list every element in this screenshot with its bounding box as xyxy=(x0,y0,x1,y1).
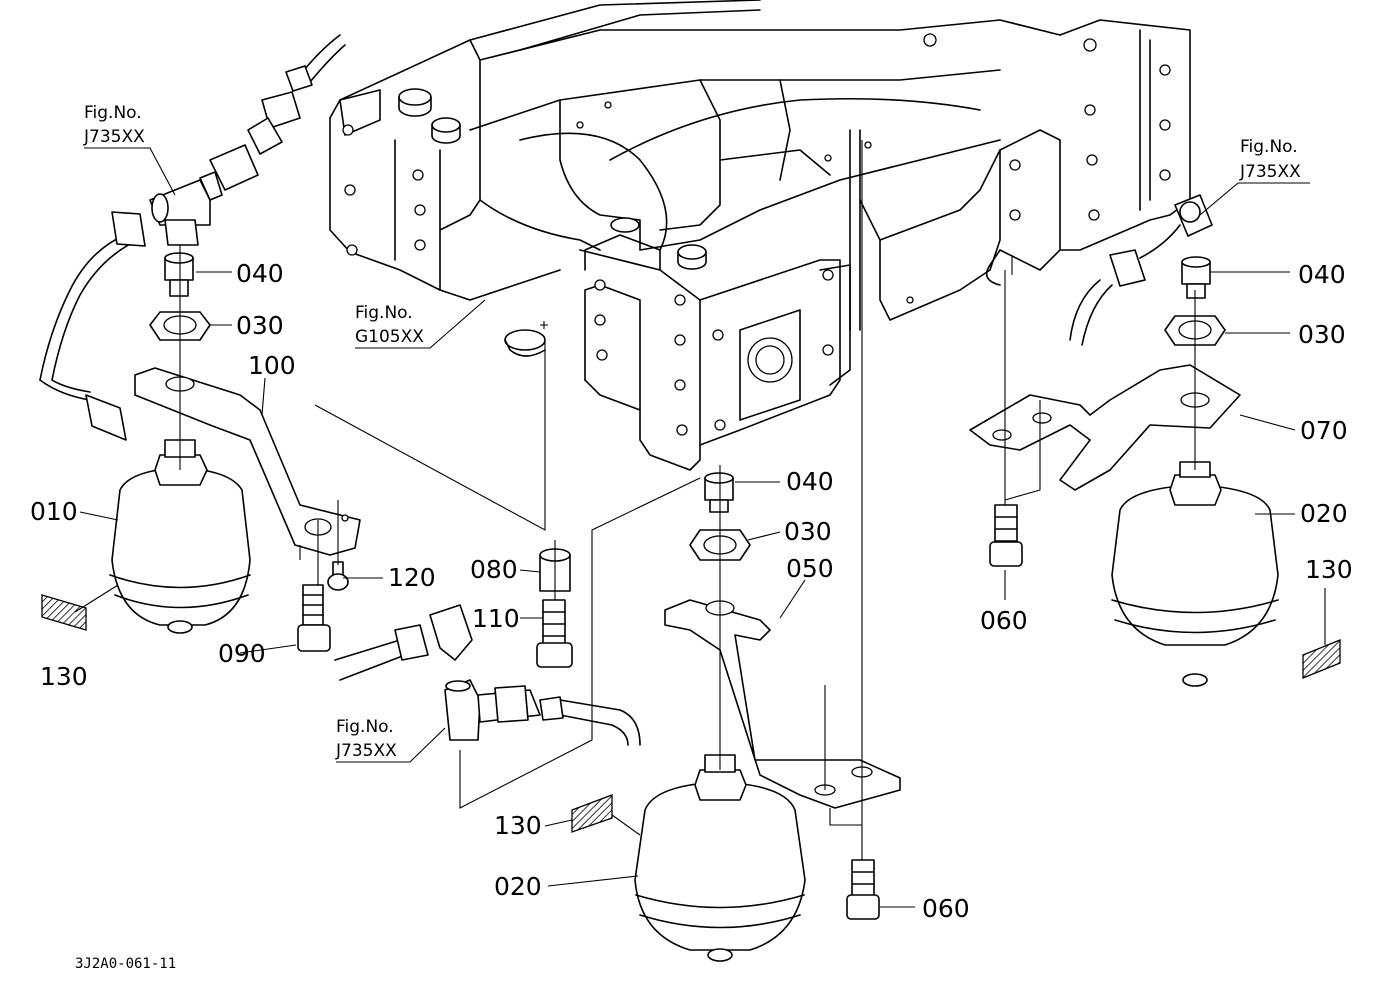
fig-ref-code: J735XX xyxy=(83,127,145,147)
accumulator-010 xyxy=(109,439,251,634)
bracket-100 xyxy=(134,367,361,556)
callout-130: 130 xyxy=(1305,555,1353,584)
adapter-040-left xyxy=(164,252,194,297)
callout-090: 090 xyxy=(218,639,266,668)
fig-ref-label: Fig.No. xyxy=(1240,137,1298,157)
label-sticker-130-right xyxy=(1302,639,1341,679)
callout-leaders xyxy=(74,271,1326,908)
callout-040: 040 xyxy=(786,467,834,496)
frame-casting xyxy=(329,0,1191,471)
bolt-060-middle xyxy=(846,859,880,920)
label-sticker-130-left xyxy=(41,594,87,631)
callout-120: 120 xyxy=(388,563,436,592)
bolt-110 xyxy=(536,599,573,668)
callout-030: 030 xyxy=(236,311,284,340)
hose-top-left xyxy=(39,34,346,441)
fig-ref-top-left: Fig.No. J735XX xyxy=(83,103,145,147)
fig-ref-code: J735XX xyxy=(1239,162,1301,182)
adapter-040-middle xyxy=(704,472,734,513)
diagram-code: 3J2A0-061-11 xyxy=(75,956,176,972)
callout-050: 050 xyxy=(786,554,834,583)
tee-fitting-middle xyxy=(444,679,564,741)
callout-130: 130 xyxy=(40,662,88,691)
callout-030: 030 xyxy=(1298,320,1346,349)
accumulator-020-right xyxy=(1111,461,1279,687)
callout-060: 060 xyxy=(980,606,1028,635)
fig-ref-label: Fig.No. xyxy=(355,303,413,323)
fig-ref-top-right: Fig.No. J735XX xyxy=(1239,137,1301,182)
hose-middle xyxy=(334,604,641,746)
callout-030: 030 xyxy=(784,517,832,546)
callout-020: 020 xyxy=(494,872,542,901)
fig-ref-code: G105XX xyxy=(355,327,424,347)
fig-ref-label: Fig.No. xyxy=(336,717,394,737)
callout-130: 130 xyxy=(494,811,542,840)
fig-ref-leaders xyxy=(84,147,1310,763)
callout-020: 020 xyxy=(1300,499,1348,528)
assembly-lines xyxy=(179,140,1196,860)
screw-120 xyxy=(327,561,349,591)
adapter-040-right xyxy=(1181,256,1211,299)
callout-070: 070 xyxy=(1300,416,1348,445)
callout-110: 110 xyxy=(472,604,520,633)
fig-ref-label: Fig.No. xyxy=(84,103,142,123)
tee-fitting-top-left xyxy=(149,171,223,246)
part-callouts: 040 030 100 010 130 120 090 080 110 040 … xyxy=(30,259,1353,923)
callout-040: 040 xyxy=(1298,260,1346,289)
hose-right xyxy=(1069,194,1213,346)
callout-060: 060 xyxy=(922,894,970,923)
callout-100: 100 xyxy=(248,351,296,380)
fig-ref-middle: Fig.No. G105XX xyxy=(355,303,424,347)
bolt-060-right xyxy=(989,504,1023,567)
label-sticker-130-middle xyxy=(571,794,613,833)
frame-bolt-holes xyxy=(342,33,1171,436)
bolt-090 xyxy=(297,584,331,652)
fig-ref-bottom: Fig.No. J735XX xyxy=(335,717,397,761)
callout-040: 040 xyxy=(236,259,284,288)
accumulator-020-middle xyxy=(634,754,806,962)
callout-080: 080 xyxy=(470,555,518,584)
fig-ref-code: J735XX xyxy=(335,741,397,761)
callout-010: 010 xyxy=(30,497,78,526)
